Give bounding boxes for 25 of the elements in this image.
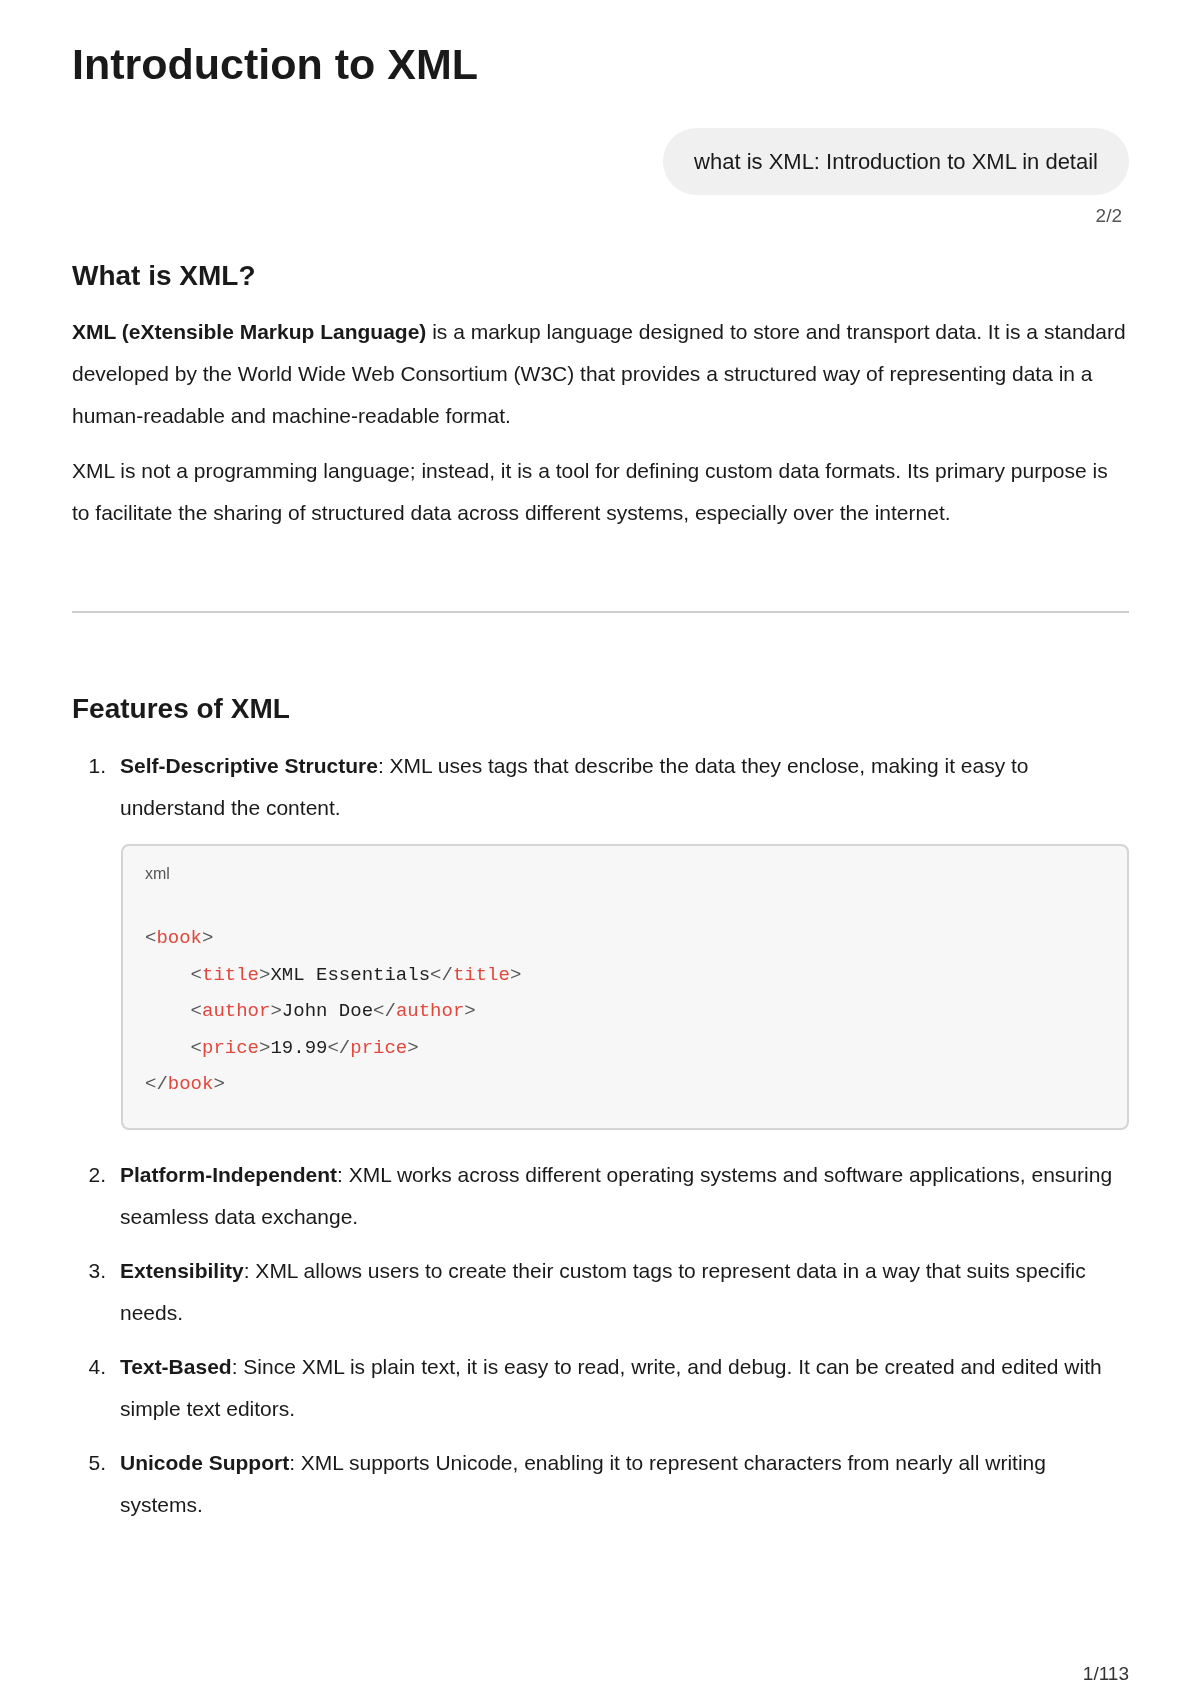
paragraph: XML (eXtensible Markup Language) is a markup language designed to store and transport data. It is a standard developed by the World Wide Web Consortium (W3C) that provides a structured way of representing data in a human-readable and machine-readable format. bbox=[72, 319, 1127, 429]
list-number: 4. bbox=[87, 1354, 107, 1380]
list-number: 5. bbox=[87, 1450, 107, 1476]
page-counter: 2/2 bbox=[1095, 204, 1122, 228]
paragraph: XML is not a programming language; instead, it is a tool for defining custom data formats. Its primary purpose is to facilitate the sharing of structured data across different systems, especially over the internet. bbox=[72, 458, 1109, 526]
list-number: 2. bbox=[87, 1162, 107, 1188]
code-language-label: xml bbox=[145, 864, 170, 884]
page-number: 1/113 bbox=[1082, 1662, 1129, 1686]
code-line: <title>XML Essentials</title> bbox=[189, 962, 522, 988]
list-item-text: Platform-Independent: XML works across different operating systems and software applications, ensuring seamless data exchange. bbox=[120, 1162, 1114, 1230]
list-item-text: Extensibility: XML allows users to create their custom tags to represent data in a way that suits specific needs. bbox=[120, 1258, 1087, 1326]
code-line: </book> bbox=[145, 1072, 225, 1097]
list-item-text: Text-Based: Since XML is plain text, it is easy to read, write, and debug. It can be created and edited with simple text editors. bbox=[120, 1354, 1103, 1422]
section-heading: Features of XML bbox=[72, 692, 290, 726]
list-number: 1. bbox=[87, 753, 107, 779]
code-block bbox=[121, 844, 1129, 1130]
code-line: <book> bbox=[145, 926, 214, 951]
chat-bubble: what is XML: Introduction to XML in detail bbox=[663, 128, 1129, 195]
code-line: <price>19.99</price> bbox=[189, 1035, 419, 1061]
list-number: 3. bbox=[87, 1258, 107, 1284]
section-heading: What is XML? bbox=[72, 259, 256, 293]
list-item-text: Unicode Support: XML supports Unicode, enabling it to represent characters from nearly all writing systems. bbox=[120, 1450, 1047, 1518]
code-line: <author>John Doe</author> bbox=[189, 999, 476, 1024]
page-title: Introduction to XML bbox=[72, 39, 479, 90]
list-item-text: Self-Descriptive Structure: XML uses tags that describe the data they enclose, making it easy to understand the content. bbox=[120, 753, 1030, 821]
